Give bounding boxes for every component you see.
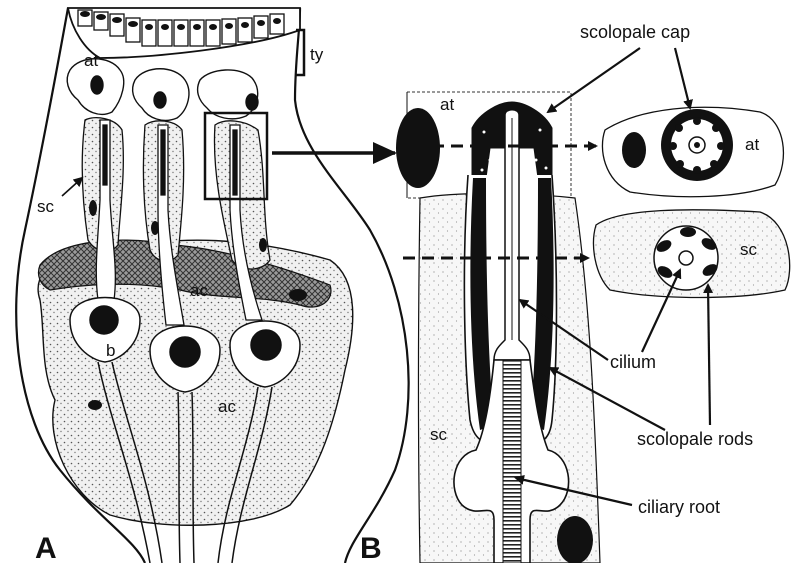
label-ac-upper: ac xyxy=(190,281,208,300)
ciliary-root xyxy=(503,360,521,563)
sc-pointer xyxy=(62,178,82,196)
label-ty: ty xyxy=(310,45,324,64)
inset-rods-section xyxy=(594,210,790,298)
label-b-at: at xyxy=(440,95,454,114)
tympanal-epithelium xyxy=(68,8,300,58)
label-inset-sc: sc xyxy=(740,240,758,259)
panel-label-a: A xyxy=(35,532,57,563)
label-ac-lower: ac xyxy=(218,397,236,416)
panel-a-drawing: ty at sc ac b ac A xyxy=(16,8,408,563)
label-b-sc: sc xyxy=(430,425,448,444)
at-nucleus xyxy=(396,108,440,188)
callout-scolopale-cap: scolopale cap xyxy=(580,22,690,42)
label-sc: sc xyxy=(37,197,55,216)
label-at: at xyxy=(84,51,98,70)
callout-ciliary-root: ciliary root xyxy=(638,497,720,517)
callout-cilium: cilium xyxy=(610,352,656,372)
panel-b-drawing: at sc at sc scolopale cap cilium scolopa… xyxy=(360,22,790,563)
label-b: b xyxy=(106,341,115,360)
callout-scolopale-rods: scolopale rods xyxy=(637,429,753,449)
label-inset-at: at xyxy=(745,135,759,154)
panel-label-b: B xyxy=(360,532,382,563)
